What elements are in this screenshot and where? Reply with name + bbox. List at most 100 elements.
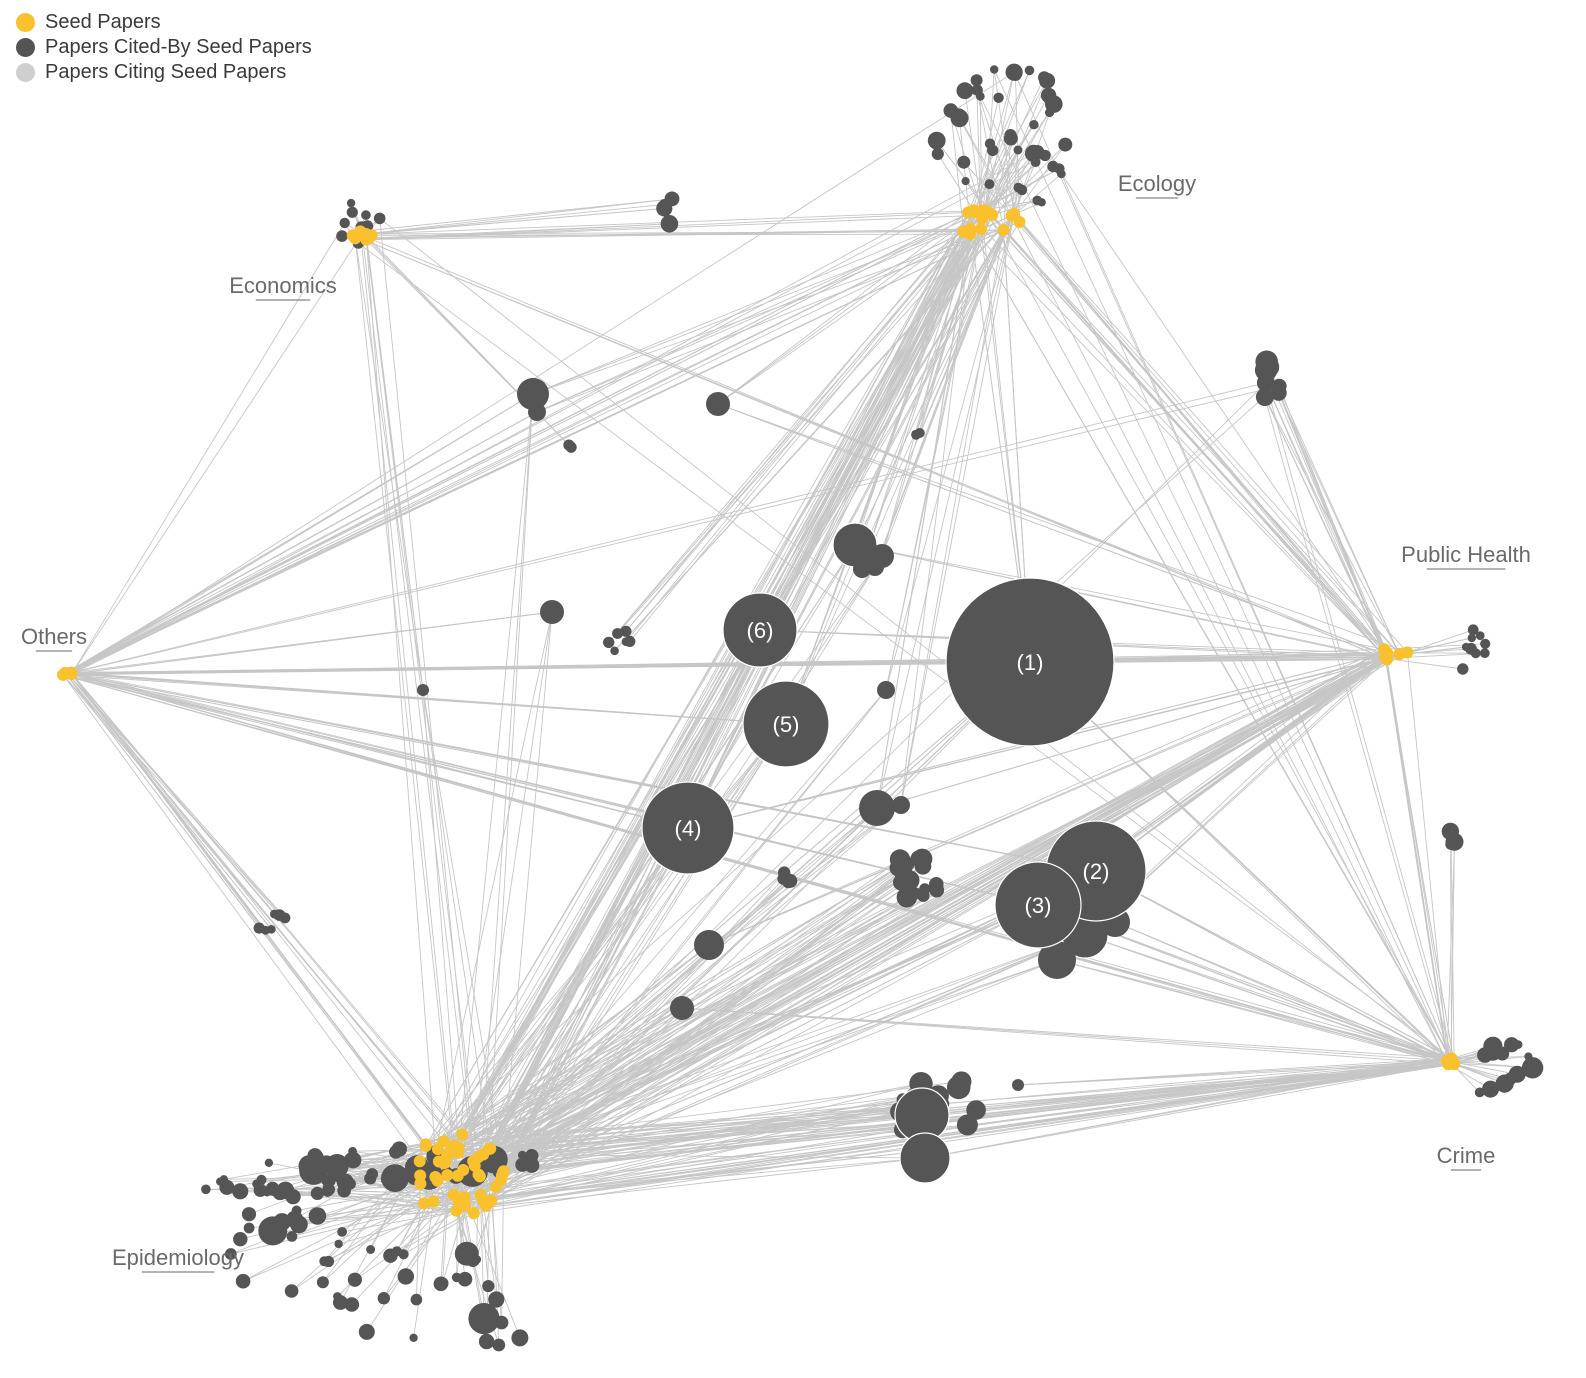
citation-edge (488, 212, 969, 1150)
citation-edge (443, 228, 982, 1142)
cited-paper-node (931, 147, 944, 160)
citation-edge (359, 231, 459, 1176)
citation-edge (479, 393, 534, 1177)
cited-paper-node (1270, 384, 1287, 401)
cited-paper-node (201, 1184, 211, 1195)
citation-edge (614, 215, 1012, 652)
citation-edge (1013, 213, 1408, 653)
citation-edge (71, 673, 444, 1142)
citation-edge (1386, 659, 1452, 1063)
citation-edge (608, 209, 987, 643)
cited-paper-node (344, 1178, 356, 1190)
seed-paper-node (1445, 1056, 1457, 1069)
cited-paper-node (264, 1158, 274, 1168)
citation-edge (413, 1201, 434, 1338)
citation-edge (482, 879, 910, 1155)
cluster-label-others: Others (21, 624, 87, 649)
cited-paper-node (433, 1276, 449, 1292)
seed-paper-node (468, 1159, 481, 1172)
seed-paper-node (439, 1156, 452, 1169)
cited-paper-node (492, 1338, 506, 1352)
citation-edge (900, 210, 974, 806)
citation-edge (64, 672, 465, 1198)
citation-edge (64, 155, 1046, 674)
citation-edge (71, 673, 465, 1198)
citation-edge (457, 648, 1385, 1177)
hub-node-1 (945, 577, 1115, 747)
cited-paper-node (318, 1155, 335, 1172)
citation-edge (71, 653, 1400, 674)
citation-edge (876, 234, 971, 809)
citation-edge (1449, 831, 1453, 1059)
citation-edge (71, 71, 1015, 675)
cited-paper-node (253, 922, 265, 934)
cited-paper-node (929, 882, 945, 898)
citation-edge (419, 212, 969, 1176)
cited-paper-node (488, 1291, 505, 1308)
cited-paper-node (1013, 182, 1024, 193)
cluster-label-ecology: Ecology (1118, 171, 1196, 196)
cited-paper-node (1475, 631, 1485, 641)
cited-paper-node (1030, 157, 1041, 168)
citation-edge (473, 1063, 1455, 1162)
citation-edge (419, 654, 1387, 1176)
cited-paper-node (310, 1186, 324, 1200)
cited-paper-node (1255, 388, 1274, 407)
cited-paper-node (366, 1245, 376, 1254)
cited-paper-node (1024, 144, 1043, 162)
cited-paper-node (322, 1186, 333, 1197)
citation-edge (71, 673, 689, 829)
citation-edge (885, 210, 987, 691)
citation-edge (446, 211, 976, 1176)
cited-paper-node (603, 636, 615, 649)
citation-edge (1450, 1062, 1507, 1082)
citation-edge (1265, 382, 1455, 1065)
hub-label-1: (1) (1017, 650, 1044, 675)
citation-edge (62, 228, 971, 676)
cited-paper-node (1480, 638, 1491, 649)
cited-paper-node (1513, 1040, 1523, 1049)
citation-edge (681, 1007, 1455, 1065)
cited-paper-node (961, 177, 970, 186)
cited-paper-node (1039, 149, 1051, 162)
citation-edge (503, 210, 974, 1172)
cited-paper-node (468, 1303, 500, 1335)
citation-edge (681, 1007, 1448, 1062)
citation-edge (352, 207, 665, 236)
citation-edge (422, 689, 460, 1148)
citation-edge (291, 1165, 475, 1292)
cited-paper-node (1029, 120, 1039, 130)
citation-edge (368, 223, 670, 239)
seed-paper-node (413, 1155, 426, 1168)
hub-label-2: (2) (1083, 859, 1110, 884)
citation-edge (66, 209, 974, 674)
cited-paper-node (660, 215, 679, 233)
cited-paper-node (670, 996, 694, 1020)
citation-edge (366, 214, 993, 241)
cited-paper-node (219, 1175, 229, 1184)
seed-dot-icon (16, 13, 35, 32)
hub-node-4 (641, 781, 735, 875)
cited-paper-node (612, 628, 623, 639)
cited-paper-node (914, 428, 925, 438)
cited-paper-node (1479, 648, 1490, 659)
citation-edge (420, 656, 1387, 1184)
citation-edge (500, 611, 553, 1181)
cited-paper-node (1004, 129, 1017, 142)
cited-paper-node (917, 889, 930, 902)
cited-paper-node (409, 1333, 418, 1343)
cited-paper-node (943, 103, 959, 118)
citing-dot-icon (16, 63, 35, 82)
cited-paper-node (256, 1174, 267, 1185)
cited-paper-node (1441, 822, 1460, 841)
cited-paper-node (859, 790, 895, 826)
cited-paper-node (946, 1075, 971, 1100)
citation-edge (442, 1205, 466, 1284)
citation-edge (205, 1188, 465, 1198)
citation-edge (482, 658, 1386, 1201)
cited-paper-node (706, 392, 730, 416)
cited-paper-node (956, 1114, 978, 1136)
cited-paper-node (1457, 663, 1469, 675)
cited-paper-node (984, 179, 995, 190)
